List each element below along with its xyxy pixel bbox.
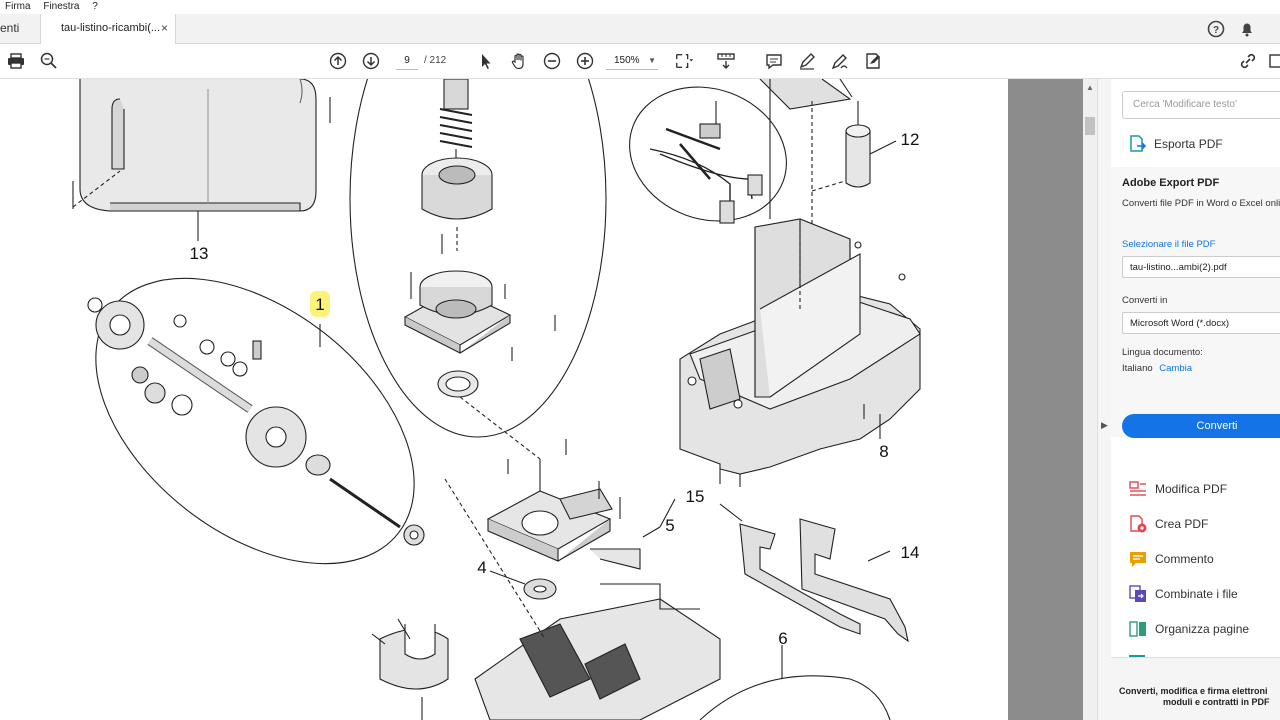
tab-close-icon[interactable]: ×	[161, 21, 169, 35]
part-number-13: 13	[190, 244, 209, 263]
part-number-15: 15	[686, 487, 705, 506]
tool-edit-pdf[interactable]: Modifica PDF	[1129, 479, 1280, 501]
part-number-6: 6	[778, 629, 787, 648]
export-pdf-pane: Adobe Export PDF Converti file PDF in Wo…	[1111, 167, 1280, 438]
menu-bar: Firma Finestra ?	[0, 0, 1280, 14]
scroll-up-icon[interactable]: ▲	[1086, 83, 1094, 92]
part-number-1: 1	[315, 295, 324, 314]
menu-firma[interactable]: Firma	[5, 1, 31, 12]
export-pdf-icon	[1130, 135, 1147, 152]
chevron-down-icon: ▼	[648, 56, 656, 65]
zoom-in-icon[interactable]	[575, 51, 595, 71]
tool-combine-files-label: Combinate i file	[1155, 587, 1238, 601]
draw-sign-icon[interactable]	[830, 51, 850, 71]
tool-comment[interactable]: Commento	[1129, 549, 1280, 571]
selected-file-field[interactable]: tau-listino...ambi(2).pdf	[1122, 256, 1280, 278]
combine-files-icon	[1129, 585, 1146, 602]
select-file-link[interactable]: Selezionare il file PDF	[1122, 239, 1216, 250]
comment-icon	[1130, 552, 1146, 567]
tab-bar: enti tau-listino-ricambi(... × ?	[0, 14, 1280, 44]
tools-search-input[interactable]: Cerca 'Modificare testo'	[1122, 91, 1280, 119]
convert-format-select[interactable]: Microsoft Word (*.docx)	[1122, 312, 1280, 334]
zoom-level-value: 150%	[614, 55, 640, 66]
document-language-label: Lingua documento:	[1122, 347, 1203, 358]
promo-line-1: Converti, modifica e firma elettroni	[1119, 686, 1268, 696]
export-pdf-tool[interactable]: Esporta PDF	[1129, 134, 1280, 154]
tool-combine-files[interactable]: Combinate i file	[1129, 584, 1280, 606]
partially-visible-tool-icon	[1129, 655, 1145, 658]
export-pane-title: Adobe Export PDF	[1122, 177, 1220, 189]
part-number-12: 12	[901, 130, 920, 149]
menu-finestra[interactable]: Finestra	[43, 1, 80, 12]
exploded-parts-diagram: 13 1 12 8 15 5 14 4 6	[72, 79, 921, 720]
vertical-scrollbar[interactable]: ▲	[1083, 79, 1097, 720]
menu-help[interactable]: ?	[92, 1, 98, 12]
print-icon[interactable]	[6, 51, 26, 71]
help-icon[interactable]: ?	[1206, 19, 1226, 39]
page-gutter	[1008, 79, 1083, 720]
highlight-badge	[310, 291, 330, 317]
notifications-bell-icon[interactable]	[1237, 19, 1257, 39]
toolbar: 9 / 212 150% ▼	[0, 44, 1280, 79]
fill-sign-icon[interactable]	[863, 51, 883, 71]
select-cursor-icon[interactable]	[476, 51, 496, 71]
svg-text:?: ?	[1213, 25, 1219, 36]
convert-button[interactable]: Converti	[1122, 414, 1280, 438]
previous-page-icon[interactable]	[328, 51, 348, 71]
export-pdf-label: Esporta PDF	[1154, 137, 1223, 151]
tool-organize-pages-label: Organizza pagine	[1155, 622, 1250, 636]
change-language-link[interactable]: Cambia	[1159, 363, 1193, 374]
tool-edit-pdf-label: Modifica PDF	[1155, 482, 1228, 496]
part-number-5: 5	[665, 516, 674, 535]
hand-tool-icon[interactable]	[509, 51, 529, 71]
page-fit-icon[interactable]	[674, 51, 694, 71]
zoom-level-dropdown[interactable]: 150% ▼	[606, 53, 658, 70]
scrollbar-thumb[interactable]	[1085, 117, 1095, 135]
highlight-pen-icon[interactable]	[797, 51, 817, 71]
chevron-right-icon: ▶	[1101, 420, 1108, 430]
tool-create-pdf[interactable]: Crea PDF	[1129, 514, 1280, 536]
part-number-4: 4	[477, 558, 486, 577]
tab-documents[interactable]: enti	[0, 14, 41, 43]
next-page-icon[interactable]	[361, 51, 381, 71]
document-page[interactable]: 13 1 12 8 15 5 14 4 6	[0, 79, 1008, 720]
part-number-14: 14	[901, 543, 920, 562]
export-pane-description: Converti file PDF in Word o Excel online	[1122, 198, 1280, 209]
share-link-icon[interactable]	[1238, 51, 1258, 71]
search-zoom-icon[interactable]	[39, 51, 59, 71]
document-language-value: Italiano	[1122, 363, 1153, 374]
tool-create-pdf-label: Crea PDF	[1155, 517, 1209, 531]
right-tools-panel: Cerca 'Modificare testo' Esporta PDF Ado…	[1111, 79, 1280, 720]
tab-document-active[interactable]: tau-listino-ricambi(... ×	[41, 14, 176, 44]
panel-collapse-handle[interactable]: ▶	[1097, 79, 1112, 720]
add-comment-icon[interactable]	[764, 51, 784, 71]
convert-to-label: Converti in	[1122, 295, 1168, 306]
zoom-out-icon[interactable]	[542, 51, 562, 71]
edit-pdf-icon	[1129, 481, 1146, 496]
tool-comment-label: Commento	[1155, 552, 1214, 566]
tool-organize-pages[interactable]: Organizza pagine	[1129, 619, 1280, 641]
promo-banner: Converti, modifica e firma elettroni mod…	[1111, 657, 1280, 720]
page-total: / 212	[424, 55, 447, 66]
scroll-mode-icon[interactable]	[716, 51, 736, 71]
promo-line-2: moduli e contratti in PDF	[1163, 697, 1270, 707]
document-language-row: Italiano Cambia	[1122, 363, 1192, 374]
more-tools-icon[interactable]	[1268, 51, 1280, 71]
organize-pages-icon	[1129, 621, 1146, 637]
part-number-8: 8	[879, 442, 888, 461]
tab-document-label: tau-listino-ricambi(...	[61, 22, 161, 34]
create-pdf-icon	[1130, 515, 1147, 533]
page-number-input[interactable]: 9	[396, 53, 418, 70]
